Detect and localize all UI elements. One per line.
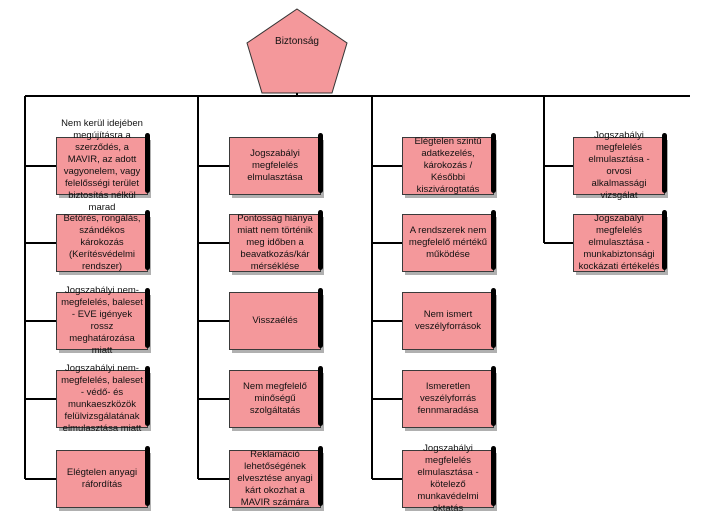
risk-node[interactable]: Ismeretlen veszélyforrás fennmaradása <box>402 370 494 428</box>
risk-node-label: Betörés, rongálás, szándékos károkozás (… <box>63 213 141 272</box>
risk-node[interactable]: Elégtelen szintű adatkezelés, károkozás … <box>402 136 494 195</box>
risk-node-label: Ismeretlen veszélyforrás fennmaradása <box>417 381 479 416</box>
risk-node-label: Nem ismert veszélyforrások <box>415 309 481 332</box>
risk-node-label: Nem megfelelő minőségű szolgáltatás <box>243 381 307 416</box>
node-handle-bar <box>318 210 323 270</box>
risk-node[interactable]: Betörés, rongálás, szándékos károkozás (… <box>56 213 148 272</box>
risk-node[interactable]: Jogszabályi nem-megfelelés, baleset - vé… <box>56 363 148 434</box>
node-handle-bar <box>318 133 323 193</box>
node-handle-bar <box>145 366 150 426</box>
risk-node-label: A rendszerek nem megfelelő mértékű működ… <box>408 225 488 260</box>
risk-node-label: Jogszabályi megfelelés elmulasztása <box>247 148 303 183</box>
node-handle-bar <box>145 133 150 193</box>
node-handle-bar <box>145 288 150 348</box>
risk-node-label: Jogszabályi megfelelés elmulasztása - or… <box>588 130 650 201</box>
risk-node-label: Reklamáció lehetőségének elvesztése anya… <box>237 449 313 508</box>
risk-node-label: Nem kerül idejében megújításra a szerződ… <box>61 118 143 213</box>
risk-node[interactable]: Nem megfelelő minőségű szolgáltatás <box>229 370 321 428</box>
risk-node-label: Jogszabályi nem-megfelelés, baleset - EV… <box>61 285 143 356</box>
risk-node-label: Jogszabályi megfelelés elmulasztása - kö… <box>417 443 479 514</box>
node-handle-bar <box>662 133 667 193</box>
risk-node[interactable]: Nem ismert veszélyforrások <box>402 292 494 350</box>
node-handle-bar <box>491 133 496 193</box>
risk-node-label: Elégtelen szintű adatkezelés, károkozás … <box>414 136 482 195</box>
risk-node-label: Jogszabályi nem-megfelelés, baleset - vé… <box>61 363 143 434</box>
node-handle-bar <box>491 210 496 270</box>
risk-node[interactable]: Visszaélés <box>229 292 321 350</box>
node-handle-bar <box>145 446 150 506</box>
node-handle-bar <box>318 288 323 348</box>
risk-node[interactable]: Jogszabályi megfelelés elmulasztása - kö… <box>402 443 494 514</box>
risk-node-label: Jogszabályi megfelelés elmulasztása - mu… <box>578 213 660 272</box>
node-handle-bar <box>491 446 496 506</box>
risk-node[interactable]: Jogszabályi megfelelés elmulasztása <box>229 137 321 195</box>
risk-node[interactable]: Elégtelen anyagi ráfordítás <box>56 450 148 508</box>
risk-node[interactable]: Pontosság hiánya miatt nem történik meg … <box>229 213 321 272</box>
risk-node[interactable]: Reklamáció lehetőségének elvesztése anya… <box>229 449 321 508</box>
node-handle-bar <box>318 446 323 506</box>
risk-node[interactable]: Nem kerül idejében megújításra a szerződ… <box>56 118 148 213</box>
risk-node-label: Elégtelen anyagi ráfordítás <box>66 467 138 490</box>
risk-node[interactable]: Jogszabályi megfelelés elmulasztása - or… <box>573 130 665 201</box>
risk-node[interactable]: A rendszerek nem megfelelő mértékű működ… <box>402 214 494 272</box>
risk-node[interactable]: Jogszabályi nem-megfelelés, baleset - EV… <box>56 285 148 356</box>
root-pentagon[interactable] <box>246 8 348 94</box>
node-handle-bar <box>662 210 667 270</box>
node-handle-bar <box>491 366 496 426</box>
risk-node-label: Visszaélés <box>252 315 298 326</box>
risk-node-label: Pontosság hiánya miatt nem történik meg … <box>237 213 313 272</box>
node-handle-bar <box>491 288 496 348</box>
risk-node[interactable]: Jogszabályi megfelelés elmulasztása - mu… <box>573 213 665 272</box>
node-handle-bar <box>318 366 323 426</box>
root-label: Biztonság <box>275 36 319 47</box>
node-handle-bar <box>145 210 150 270</box>
